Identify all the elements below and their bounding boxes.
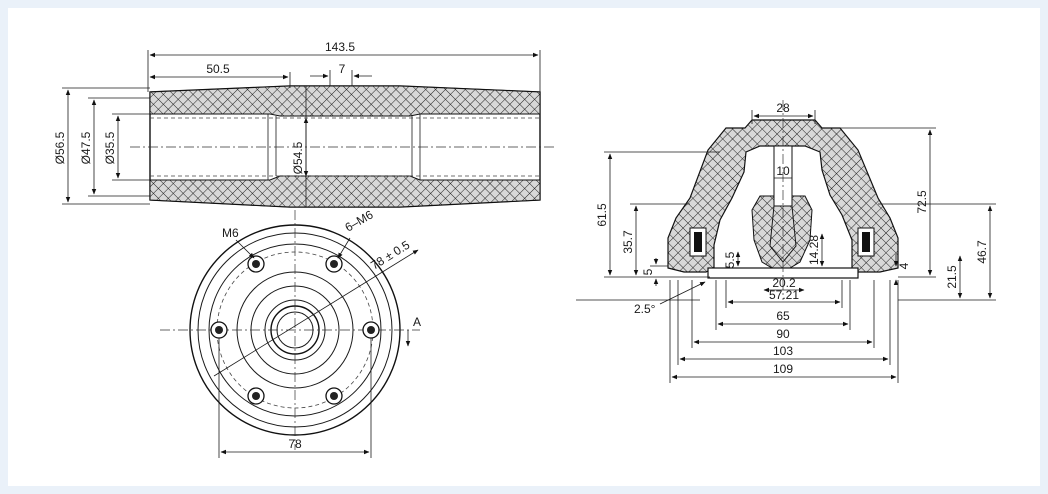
dim-dia-inner: Ø35.5 <box>103 131 117 164</box>
dim-w-103: 103 <box>773 344 793 358</box>
side-bottom-hatch <box>149 175 541 208</box>
dim-half-length: 50.5 <box>206 62 230 76</box>
dim-w-57-21: 57.21 <box>769 288 799 302</box>
dim-h-4: 4 <box>897 262 911 269</box>
dim-overall-width: 78 <box>288 437 302 451</box>
dim-h-46-7: 46.7 <box>975 240 989 264</box>
dim-h-14-28: 14.28 <box>807 235 821 265</box>
dim-h-5: 5 <box>641 268 655 275</box>
dim-overall-length: 143.5 <box>325 40 355 54</box>
dim-w-65: 65 <box>776 309 790 323</box>
dim-w-20-2: 20.2 <box>772 276 796 290</box>
section-shell <box>667 119 899 273</box>
dim-dia-outer: Ø56.5 <box>53 131 67 164</box>
dim-h-5-5: 5.5 <box>723 251 737 268</box>
dim-h-61-5: 61.5 <box>595 203 609 227</box>
dim-h-72-5: 72.5 <box>915 190 929 214</box>
side-view: 143.5 50.5 7 Ø56.5 Ø47.5 <box>53 40 556 208</box>
dim-gap: 7 <box>339 62 346 76</box>
dim-dia-center: Ø54.5 <box>291 141 305 174</box>
dim-top-width: 28 <box>776 101 790 115</box>
section-view: 28 10 61.5 35.7 5 5.5 14.28 <box>576 100 996 383</box>
dim-dia-mid: Ø47.5 <box>79 131 93 164</box>
dim-inner-width: 10 <box>776 164 790 178</box>
dim-w-90: 90 <box>776 327 790 341</box>
dim-w-109: 109 <box>773 362 793 376</box>
dim-h-21-5: 21.5 <box>945 265 959 289</box>
bolt-holes <box>210 255 380 405</box>
label-view-a: A <box>413 315 421 329</box>
dim-angle: 2.5° <box>634 302 656 316</box>
side-top-hatch <box>149 85 541 117</box>
dim-h-35-7: 35.7 <box>621 230 635 254</box>
label-thread: M6 <box>222 226 239 240</box>
